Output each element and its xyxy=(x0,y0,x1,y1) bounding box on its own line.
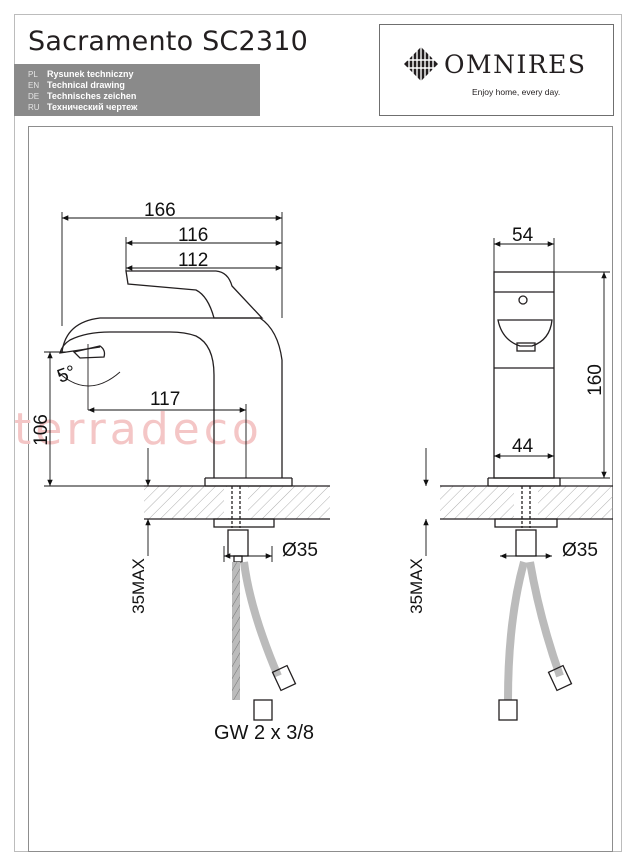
side-hose-fitting-a xyxy=(253,699,273,721)
brand-name: OMNIRES xyxy=(444,50,587,79)
front-hose-fitting-b xyxy=(547,664,573,692)
dim-max-thickness-side: 35MAX xyxy=(129,558,148,614)
dim-hole-side: Ø35 xyxy=(282,540,318,561)
language-label: Rysunek techniczny xyxy=(47,69,134,79)
dim-spout-height: 106 xyxy=(31,414,52,446)
front-hose-fitting-a xyxy=(498,699,518,721)
side-view xyxy=(57,270,330,721)
language-code: PL xyxy=(28,70,38,79)
side-dimensions xyxy=(44,212,283,562)
dim-lever-length: 116 xyxy=(178,225,208,246)
dim-handle-length: 112 xyxy=(178,250,208,271)
front-hose-b xyxy=(526,561,564,678)
language-label: Технический чертеж xyxy=(47,102,138,112)
angle-arc xyxy=(57,371,121,387)
front-nut xyxy=(515,529,537,557)
front-view xyxy=(440,271,613,721)
dim-hole-front: Ø35 xyxy=(562,540,598,561)
language-label: Technical drawing xyxy=(47,80,125,90)
omnires-diamond-icon xyxy=(404,47,438,81)
dim-max-thickness-front: 35MAX xyxy=(407,558,426,614)
dim-front-base-width: 44 xyxy=(512,436,534,457)
language-label: Technisches zeichen xyxy=(47,91,137,101)
front-mounting-plate xyxy=(494,518,558,528)
front-dimensions xyxy=(423,238,610,559)
side-nut xyxy=(227,529,249,557)
brand-tagline: Enjoy home, every day. xyxy=(472,87,561,97)
side-spout-outline xyxy=(59,331,215,478)
front-hose-a xyxy=(504,560,528,701)
dim-total-length: 166 xyxy=(144,200,176,221)
dim-spout-reach: 117 xyxy=(150,389,180,410)
language-code: DE xyxy=(28,92,40,101)
language-code: EN xyxy=(28,81,40,90)
side-aerator xyxy=(72,345,106,359)
front-spout xyxy=(497,319,553,347)
side-hose-fitting-b xyxy=(271,664,297,692)
front-aerator xyxy=(516,342,536,352)
brand-logo-box xyxy=(379,24,614,116)
language-bar: PL Rysunek techniczny EN Technical drawi… xyxy=(14,64,260,116)
side-mounting-plate xyxy=(213,518,275,528)
language-code: RU xyxy=(28,103,40,112)
connection-label: GW 2 x 3/8 xyxy=(214,722,314,744)
side-hose-b xyxy=(240,561,282,678)
front-indicator xyxy=(518,295,528,305)
product-title: Sacramento SC2310 xyxy=(28,26,308,57)
side-handle xyxy=(125,270,264,319)
dim-front-height: 160 xyxy=(585,364,606,396)
dim-front-top-width: 54 xyxy=(512,225,534,246)
